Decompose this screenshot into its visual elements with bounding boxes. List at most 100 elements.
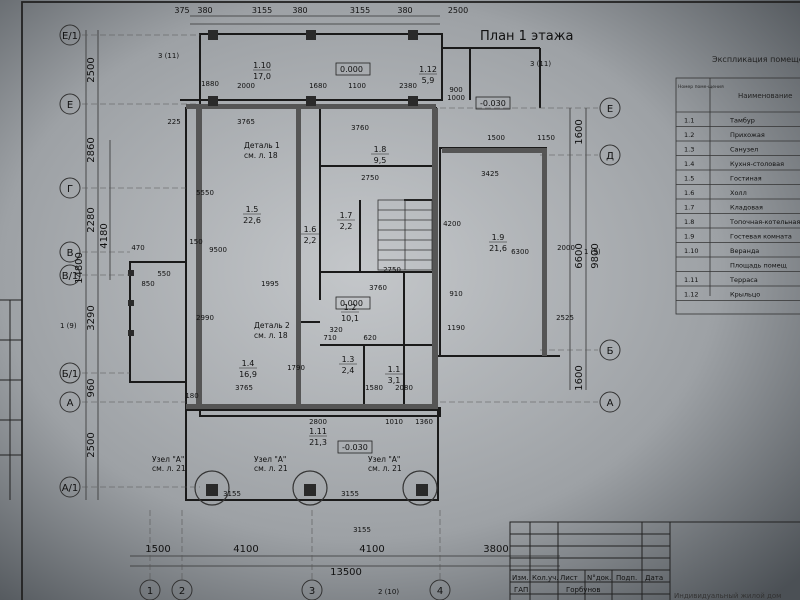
axis-label-left: Е bbox=[67, 100, 73, 111]
axis-label-left: Б/1 bbox=[62, 369, 79, 380]
detail-title: Деталь 1 bbox=[244, 141, 280, 150]
axis-bubble-right bbox=[599, 97, 621, 119]
dim-interior: 900 bbox=[449, 86, 462, 94]
room-number: 1.5 bbox=[246, 205, 259, 214]
title-block bbox=[509, 521, 800, 600]
axis-label-left: Г bbox=[67, 184, 73, 195]
plan-title: План 1 этажа bbox=[480, 29, 573, 44]
level-box bbox=[337, 440, 373, 454]
dim-interior: 5550 bbox=[196, 189, 214, 197]
room-number: 1.10 bbox=[253, 61, 271, 70]
explication-row-name: Холл bbox=[730, 189, 747, 197]
columns bbox=[128, 30, 428, 496]
explication-row-name: Площадь помещ bbox=[730, 262, 787, 270]
node-circles bbox=[194, 470, 438, 506]
axis-bubble-right bbox=[599, 339, 621, 361]
dim-top: 375 bbox=[174, 6, 189, 15]
room-area: 2,2 bbox=[340, 222, 353, 231]
explication-row-name: Крыльцо bbox=[730, 291, 760, 299]
explication-row-name: Терраса bbox=[729, 276, 758, 284]
explication-row-name: Веранда bbox=[730, 247, 759, 255]
explication-row-no: 1.7 bbox=[684, 204, 694, 212]
dim-right-total: 9800 bbox=[590, 243, 601, 268]
dim-interior: 1100 bbox=[348, 82, 366, 90]
axis-bubble-left bbox=[59, 241, 81, 263]
stamp-project: Индивидуальный жилой дом bbox=[674, 592, 781, 600]
room-area: 16,9 bbox=[239, 370, 257, 379]
detail-title: Деталь 2 bbox=[254, 321, 290, 330]
dim-interior: 2000 bbox=[557, 244, 575, 252]
explication-row-name: Тамбур bbox=[729, 117, 755, 125]
axis-bubble-left bbox=[59, 391, 81, 413]
axis-label-left: В/1 bbox=[62, 271, 79, 282]
axis-lines bbox=[82, 34, 598, 580]
explication-row-name: Топочная-котельная bbox=[729, 218, 800, 226]
room-area: 3,1 bbox=[388, 376, 401, 385]
stamp-label: Подп. bbox=[616, 574, 637, 582]
room-area: 21,6 bbox=[489, 244, 507, 253]
room-area: 10,1 bbox=[341, 314, 359, 323]
axis-label-left: Е/1 bbox=[62, 31, 78, 42]
level-mark: -0.030 bbox=[480, 99, 506, 108]
dim-interior: 470 bbox=[131, 244, 144, 252]
stamp-author: Горбунов bbox=[566, 586, 600, 594]
explication-row-name: Кухня-столовая bbox=[730, 160, 784, 168]
node-ref: см. л. 21 bbox=[152, 464, 186, 473]
stamp-label: N°док. bbox=[587, 574, 611, 582]
explication-header-name: Наименование bbox=[738, 92, 792, 100]
dim-interior: 2990 bbox=[196, 314, 214, 322]
dim-left-total: 14800 bbox=[74, 252, 85, 284]
axis-bubble-left bbox=[59, 177, 81, 199]
explication-title: Экспликация помеще bbox=[712, 55, 800, 64]
explication-row-name: Прихожая bbox=[730, 131, 765, 139]
explication-row-no: 1.10 bbox=[684, 247, 698, 255]
axis-label-left: А/1 bbox=[62, 483, 79, 494]
explication-header-no: Номер поме-щения bbox=[678, 84, 724, 90]
section-mark: 3 (11) bbox=[530, 60, 551, 68]
stamp-gap: ГАП bbox=[514, 586, 528, 594]
dim-bottom: 1500 bbox=[145, 544, 170, 555]
dim-interior: 1790 bbox=[287, 364, 305, 372]
room-number: 1.2 bbox=[344, 303, 357, 312]
dim-interior: 2750 bbox=[361, 174, 379, 182]
room-area: 17,0 bbox=[253, 72, 271, 81]
dim-interior: 1010 bbox=[385, 418, 403, 426]
explication-row-no: 1.3 bbox=[684, 146, 694, 154]
room-number: 1.1 bbox=[388, 365, 401, 374]
node-title: Узел "А" bbox=[368, 455, 400, 464]
dim-interior: 1150 bbox=[537, 134, 555, 142]
axis-label-bottom: 4 bbox=[437, 586, 443, 597]
node-title: Узел "А" bbox=[152, 455, 184, 464]
wall-fills bbox=[186, 104, 547, 409]
dim-bottom: 3800 bbox=[483, 544, 508, 555]
room-area: 2,4 bbox=[342, 366, 355, 375]
room-area: 2,2 bbox=[304, 236, 317, 245]
explication-row-no: 1.5 bbox=[684, 175, 694, 183]
stamp-label: Лист bbox=[560, 574, 578, 582]
dim-interior: 1580 bbox=[365, 384, 383, 392]
room-area: 5,9 bbox=[422, 76, 435, 85]
room-area: 21,3 bbox=[309, 438, 327, 447]
dim-bottom: 4100 bbox=[359, 544, 384, 555]
dim-interior: 2525 bbox=[556, 314, 574, 322]
dim-left: 2500 bbox=[86, 57, 97, 82]
dim-interior: 225 bbox=[167, 118, 180, 126]
dim-interior: 620 bbox=[363, 334, 376, 342]
dim-interior: 2080 bbox=[395, 384, 413, 392]
section-mark: 1 (9) bbox=[60, 322, 77, 330]
dim-interior: 1995 bbox=[261, 280, 279, 288]
explication-row-no: 1.6 bbox=[684, 189, 694, 197]
dim-interior: 1680 bbox=[309, 82, 327, 90]
dim-interior: 1880 bbox=[201, 80, 219, 88]
axis-bubble-left bbox=[59, 476, 81, 498]
level-box bbox=[335, 62, 371, 76]
axis-label-bottom: 2 bbox=[179, 586, 185, 597]
dim-interior: 3760 bbox=[351, 124, 369, 132]
explication-row-name: Санузел bbox=[730, 146, 758, 154]
explication-row-no: 1.1 bbox=[684, 117, 694, 125]
axis-bubble-bottom bbox=[429, 579, 451, 600]
dim-interior: 550 bbox=[157, 270, 170, 278]
explication-row-no: 1.2 bbox=[684, 131, 694, 139]
dim-right: 1600 bbox=[574, 365, 585, 390]
